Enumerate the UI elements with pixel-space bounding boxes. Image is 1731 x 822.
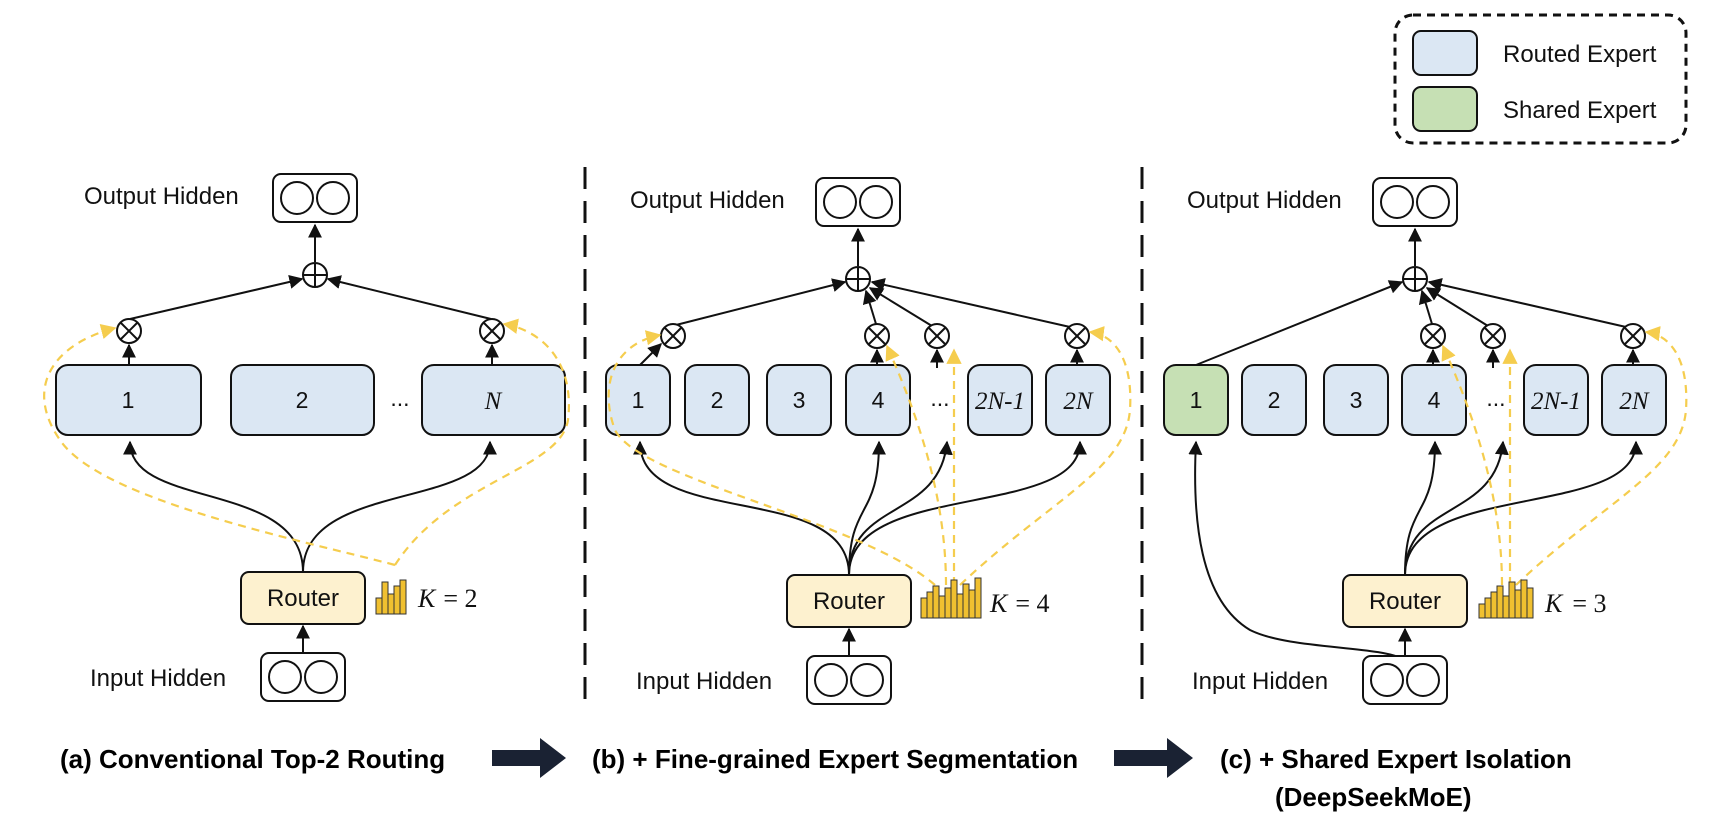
gate-score-bars <box>1478 579 1534 619</box>
expert-label: 3 <box>1350 387 1363 413</box>
sum-node <box>302 262 328 288</box>
shared-expert-box <box>1163 364 1229 436</box>
output-hidden-label: Output Hidden <box>1187 187 1342 214</box>
panel-caption: (b) + Fine-grained Expert Segmentation <box>592 744 1078 774</box>
gate-multiply-node <box>479 318 505 344</box>
expert-label: N <box>484 388 503 415</box>
output-hidden-vector <box>272 173 358 223</box>
flow-arrow <box>492 738 566 778</box>
routed-expert-box <box>1523 364 1589 436</box>
expert-label: 2N <box>1063 388 1094 415</box>
output-hidden-vector <box>1372 177 1458 227</box>
legend-shared-label: Shared Expert <box>1503 97 1657 124</box>
input-hidden-label: Input Hidden <box>90 665 226 692</box>
expert-label: 1 <box>122 387 135 413</box>
gate-multiply-node <box>924 323 950 349</box>
routed-expert-box <box>766 364 832 436</box>
input-hidden-vector <box>260 652 346 702</box>
ellipsis: ... <box>390 385 409 411</box>
expert-label: 2N-1 <box>975 388 1025 415</box>
panel-b: Output Hidden 1 2 3 4 ... 2N-1 2N <box>592 177 1132 774</box>
gate-multiply-node <box>660 323 686 349</box>
gate-multiply-node <box>864 323 890 349</box>
ellipsis: ... <box>1486 385 1505 411</box>
output-hidden-vector <box>815 177 901 227</box>
top-k-label: K= 4 <box>989 589 1050 618</box>
expert-label: 4 <box>1428 387 1441 413</box>
legend-routed-swatch <box>1412 30 1478 76</box>
top-k-label: K= 3 <box>1544 589 1607 618</box>
panel-caption: (c) + Shared Expert Isolation <box>1220 744 1572 774</box>
routed-expert-box <box>684 364 750 436</box>
expert-label: 3 <box>793 387 806 413</box>
input-hidden-label: Input Hidden <box>1192 668 1328 695</box>
gate-multiply-node <box>1420 323 1446 349</box>
routed-expert-box <box>1601 364 1667 436</box>
input-hidden-vector <box>1362 655 1448 705</box>
routed-expert-box <box>421 364 566 436</box>
routed-expert-box <box>55 364 202 436</box>
expert-label: 2 <box>711 387 724 413</box>
expert-label: 4 <box>872 387 885 413</box>
panel-c: Output Hidden 1 2 3 4 ... 2N-1 2N <box>1163 177 1688 812</box>
expert-label: 1 <box>1190 387 1203 413</box>
expert-label: 2 <box>1268 387 1281 413</box>
gate-multiply-node <box>116 318 142 344</box>
legend-routed-label: Routed Expert <box>1503 41 1657 68</box>
router-label: Router <box>813 588 885 615</box>
gate-multiply-node <box>1480 323 1506 349</box>
routed-expert-box <box>967 364 1033 436</box>
router-box <box>1342 574 1468 628</box>
ellipsis: ... <box>930 385 949 411</box>
router-label: Router <box>1369 588 1441 615</box>
routed-expert-box <box>1241 364 1307 436</box>
top-k-label: K= 2 <box>417 584 478 613</box>
gate-score-bars <box>920 577 982 619</box>
routed-expert-box <box>230 364 375 436</box>
sum-node <box>845 266 871 292</box>
panel-caption: (a) Conventional Top-2 Routing <box>60 744 445 774</box>
expert-label: 1 <box>632 387 645 413</box>
expert-label: 2N-1 <box>1531 388 1581 415</box>
router-box <box>240 571 366 625</box>
output-hidden-label: Output Hidden <box>84 183 239 210</box>
gate-multiply-node <box>1620 323 1646 349</box>
legend-shared-swatch <box>1412 86 1478 132</box>
sum-node <box>1402 266 1428 292</box>
flow-arrow <box>1114 738 1193 778</box>
routed-expert-box <box>1045 364 1111 436</box>
input-hidden-vector <box>806 655 892 705</box>
expert-label: 2 <box>296 387 309 413</box>
legend: Routed Expert Shared Expert <box>1393 13 1688 145</box>
panel-a: Output Hidden 1 2 ... N Router <box>43 173 570 774</box>
routed-expert-box <box>605 364 671 436</box>
panel-caption-subtitle: (DeepSeekMoE) <box>1275 782 1472 812</box>
gate-score-bars <box>375 579 407 615</box>
gate-multiply-node <box>1064 323 1090 349</box>
router-box <box>786 574 912 628</box>
expert-label: 2N <box>1619 388 1650 415</box>
router-label: Router <box>267 585 339 612</box>
output-hidden-label: Output Hidden <box>630 187 785 214</box>
routed-expert-box <box>1323 364 1389 436</box>
input-hidden-label: Input Hidden <box>636 668 772 695</box>
